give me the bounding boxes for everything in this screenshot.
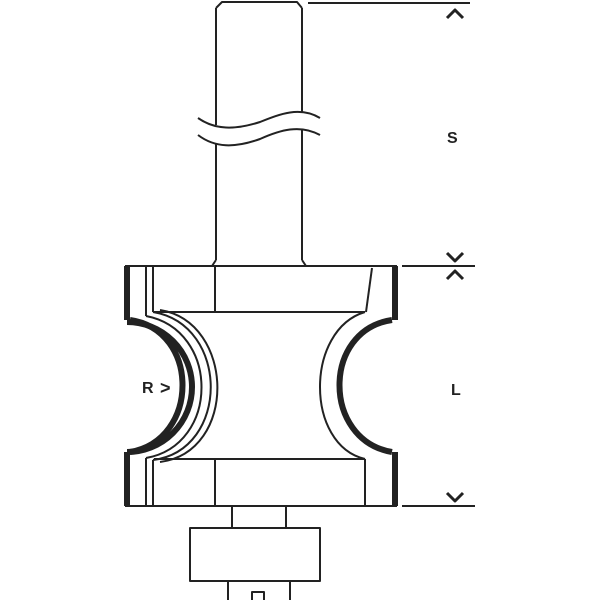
label-l: L bbox=[451, 382, 461, 399]
shank bbox=[197, 1, 321, 267]
cutter-body bbox=[124, 265, 398, 507]
label-s: S bbox=[447, 130, 458, 147]
dimension-s bbox=[308, 2, 475, 507]
label-r: R bbox=[142, 380, 154, 397]
radius-arrow-icon: > bbox=[160, 378, 171, 398]
bearing bbox=[189, 506, 321, 600]
break-line-upper bbox=[197, 110, 321, 129]
bearing-body bbox=[189, 527, 321, 582]
break-line-lower bbox=[197, 128, 321, 147]
screw-head bbox=[251, 591, 265, 600]
